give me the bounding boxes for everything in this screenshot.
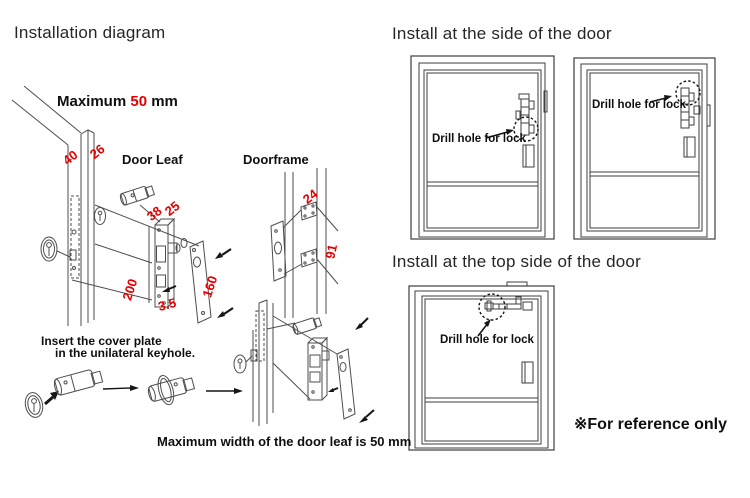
drill-arrow-door1 xyxy=(506,129,514,135)
side-install-title: Install at the side of the door xyxy=(392,24,612,43)
lock-body-exploded xyxy=(154,217,188,308)
reference-note: ※For reference only xyxy=(574,416,728,433)
max-width-note: Maximum width of the door leaf is 50 mm xyxy=(157,434,412,449)
max-width-callout: Maximum 50 mm xyxy=(57,94,178,109)
doorframe-drawing xyxy=(270,168,339,318)
doorframe-label: Doorframe xyxy=(243,152,309,167)
lock-cylinder xyxy=(119,185,156,206)
drill-arrow-door2 xyxy=(664,95,672,101)
projection-lines xyxy=(71,204,200,303)
door-side-2 xyxy=(573,57,716,240)
drill-note-door2: Drill hole for lock xyxy=(592,99,686,111)
drill-hole-circle-door2 xyxy=(675,80,701,106)
keyhole-cover-plates xyxy=(40,207,106,262)
cover-plate-note-line1: Insert the cover plate xyxy=(41,334,162,348)
door-side-1 xyxy=(410,55,555,240)
drill-hole-circle-door3 xyxy=(478,293,506,321)
drill-note-door3: Drill hole for lock xyxy=(440,334,534,346)
drill-note-door1: Drill hole for lock xyxy=(432,133,526,145)
mounting-screws xyxy=(162,248,234,318)
max-width-value: 50 xyxy=(130,93,148,110)
bottom-exploded-assembly xyxy=(233,299,375,426)
drill-hole-circle-door1 xyxy=(513,116,539,142)
max-width-prefix: Maximum xyxy=(57,93,127,110)
door-leaf-corner-drawing xyxy=(11,85,95,326)
cylinder-assembly-steps xyxy=(24,369,243,418)
page-title: Installation diagram xyxy=(14,23,166,42)
door-leaf-label: Door Leaf xyxy=(122,152,183,167)
door-top xyxy=(408,281,555,451)
dim-strike-plate-spacing: 91 xyxy=(322,242,341,261)
drill-arrow-door3 xyxy=(484,319,491,327)
faceplate xyxy=(189,240,212,324)
cover-plate-note-line2: in the unilateral keyhole. xyxy=(55,346,196,360)
max-width-unit: mm xyxy=(151,93,178,110)
top-install-title: Install at the top side of the door xyxy=(392,252,641,271)
